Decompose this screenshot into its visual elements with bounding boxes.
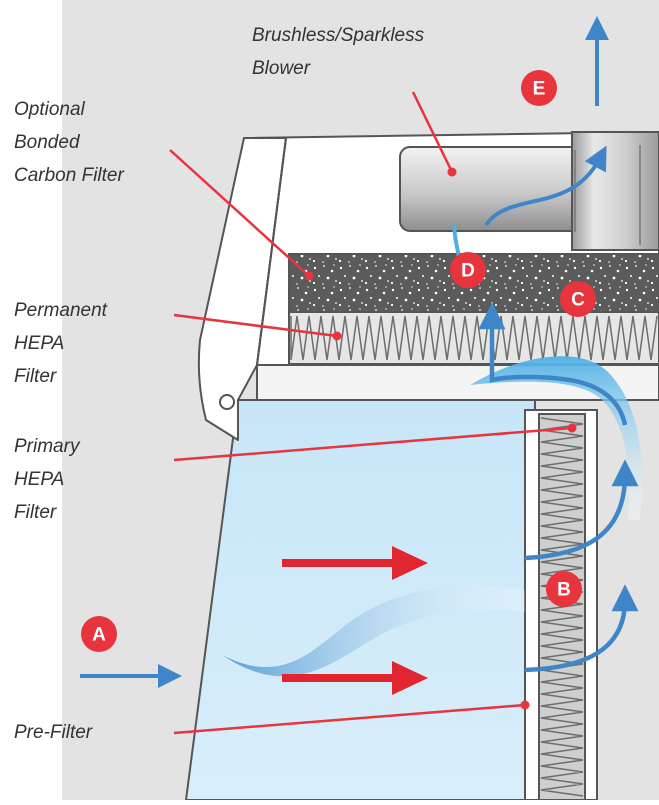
blower-housing (399, 146, 591, 232)
red-arrow-lower (282, 661, 428, 695)
blower-outlet-tube (571, 131, 659, 251)
label-permanent-line1: Permanent (14, 300, 107, 321)
badge-d: D (450, 252, 486, 288)
housing-screw (219, 394, 235, 410)
label-primary-line2: HEPA (14, 469, 65, 490)
housing-side (197, 137, 287, 441)
red-flow-arrows (282, 546, 428, 695)
airflow-arrow-upper (478, 302, 628, 426)
label-blower-line2: Blower (252, 58, 311, 79)
label-prefilter: Pre-Filter (14, 716, 92, 749)
primary-hepa-pleats (540, 417, 584, 797)
label-carbon-filter: Optional Bonded Carbon Filter (14, 93, 124, 192)
label-permanent-line2: HEPA (14, 333, 65, 354)
label-primary-hepa: Primary HEPA Filter (14, 430, 79, 529)
label-blower-line1: Brushless/Sparkless (252, 25, 425, 46)
label-carbon-line3: Carbon Filter (14, 165, 124, 186)
label-prefilter-line1: Pre-Filter (14, 722, 93, 743)
badge-e: E (521, 70, 557, 106)
airflow-arrow-middle (524, 459, 639, 561)
badge-c: C (560, 281, 596, 317)
red-arrow-upper (282, 546, 428, 580)
label-blower: Brushless/Sparkless Blower (252, 19, 424, 85)
permanent-hepa-pleats (290, 315, 658, 361)
svg-text:C: C (571, 290, 585, 311)
badge-a: A (81, 616, 117, 652)
label-permanent-line3: Filter (14, 366, 57, 387)
badge-b: B (546, 571, 582, 607)
svg-text:D: D (461, 261, 475, 282)
label-primary-line1: Primary (14, 436, 80, 457)
airflow-swirl (470, 356, 643, 520)
airflow-wave (222, 585, 525, 677)
label-primary-line3: Filter (14, 502, 57, 523)
label-permanent-hepa: Permanent HEPA Filter (14, 294, 107, 393)
svg-text:A: A (92, 625, 106, 646)
label-carbon-line2: Bonded (14, 132, 80, 153)
airflow-arrow-lower (524, 584, 639, 673)
svg-text:E: E (533, 79, 546, 100)
label-carbon-line1: Optional (14, 99, 85, 120)
svg-text:B: B (557, 580, 571, 601)
airflow-arrow-blower (484, 145, 607, 227)
callout-dots (304, 167, 577, 710)
callout-lines (169, 91, 573, 735)
